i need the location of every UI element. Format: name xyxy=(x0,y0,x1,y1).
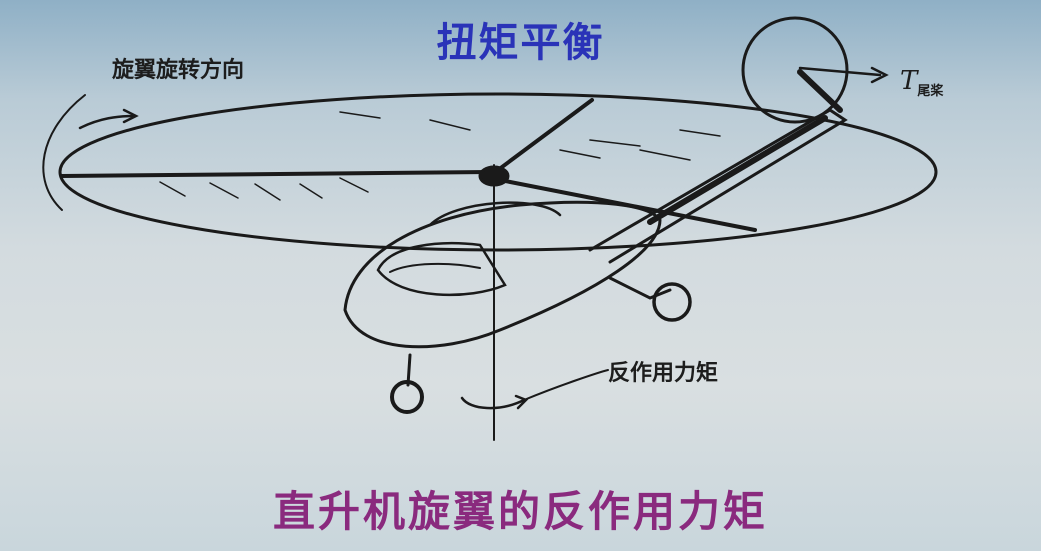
fuselage xyxy=(343,200,662,349)
rotor-blade xyxy=(496,98,594,172)
tail-boom xyxy=(588,108,848,264)
reaction-moment-label: 反作用力矩 xyxy=(608,361,719,386)
rotor-blade xyxy=(60,170,492,178)
rotation-direction-arrow xyxy=(42,94,86,211)
tail-thrust-subscript: 尾桨 xyxy=(917,84,944,100)
rotation-direction-label: 旋翼旋转方向 xyxy=(112,58,245,83)
slide-caption: 直升机旋翼的反作用力矩 xyxy=(272,487,768,536)
reaction-moment-arrow xyxy=(460,396,526,410)
tail-thrust-symbol: T xyxy=(900,66,918,96)
front-wheel xyxy=(390,380,424,414)
tail-thrust-arrow xyxy=(798,66,882,77)
tail-rotor xyxy=(741,16,849,124)
rear-wheel xyxy=(652,282,692,322)
rotor-disc xyxy=(58,92,938,252)
canopy xyxy=(376,242,507,297)
tail-thrust-label: T尾桨 xyxy=(900,66,943,99)
slide-title: 扭矩平衡 xyxy=(436,20,605,66)
rotor-hub xyxy=(478,165,510,187)
